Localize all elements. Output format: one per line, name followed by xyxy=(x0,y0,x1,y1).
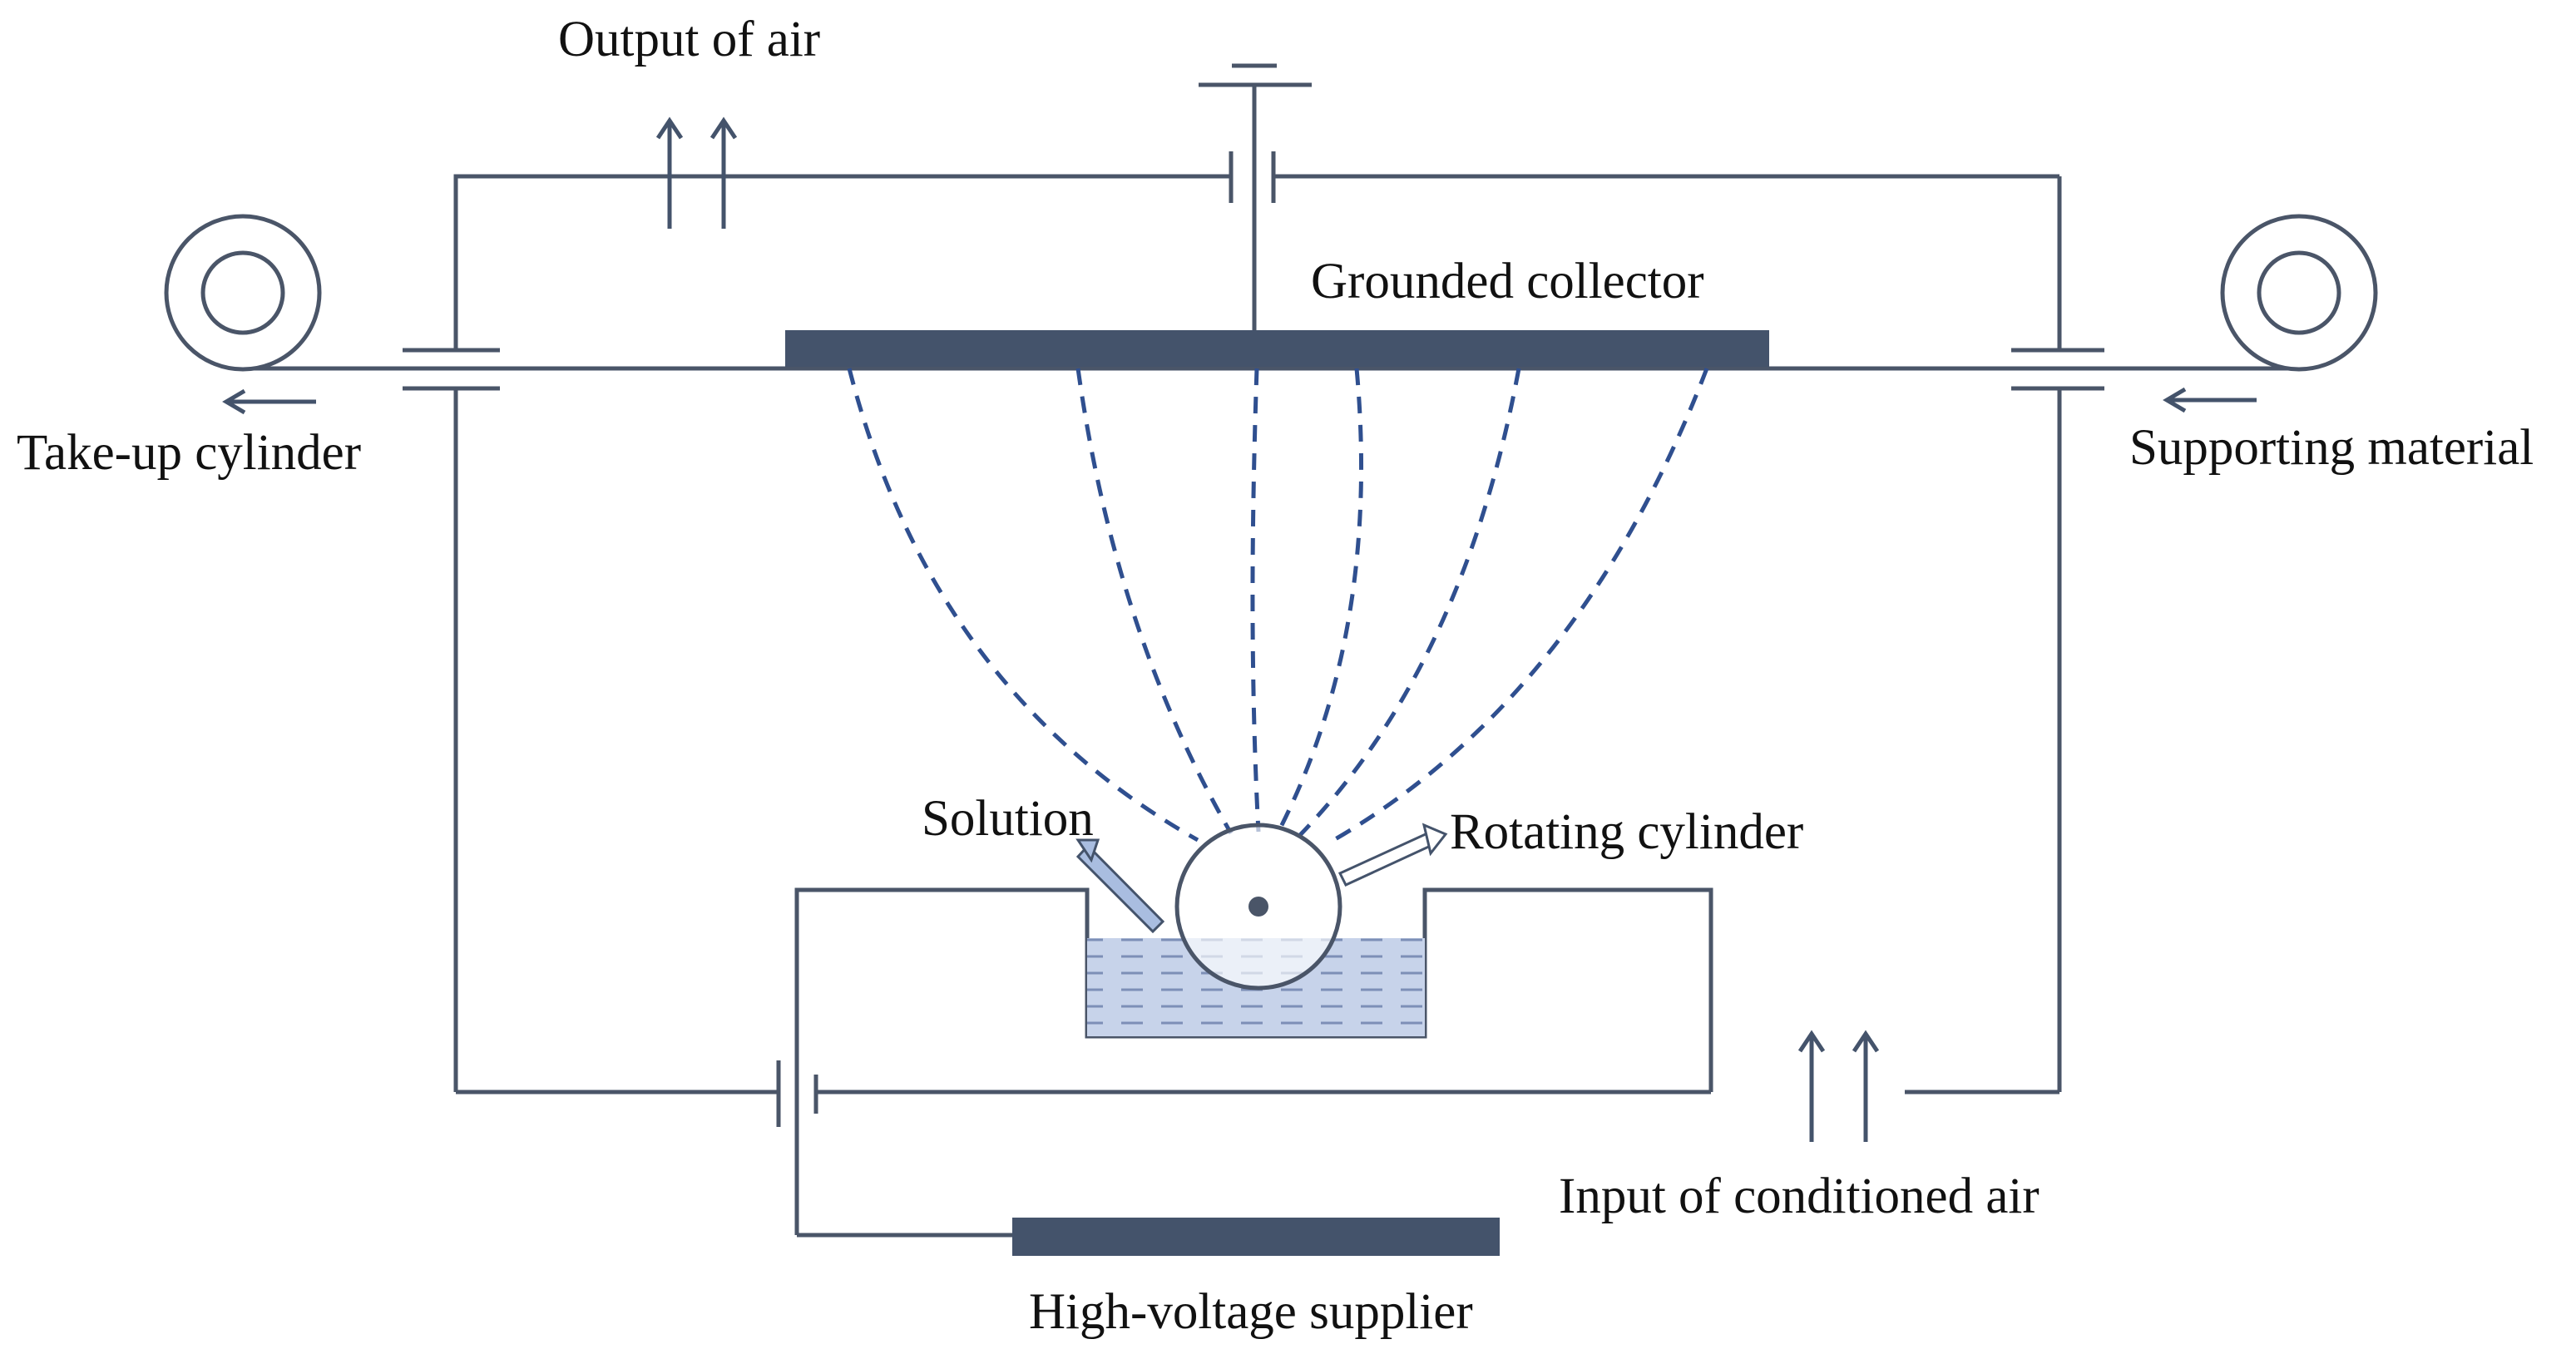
direction-arrow-left xyxy=(222,388,316,415)
input-air-arrows xyxy=(1797,1030,1880,1142)
field-lines xyxy=(847,368,1709,844)
label-hv-supplier: High-voltage supplier xyxy=(1029,1284,1473,1340)
label-rotating-cylinder: Rotating cylinder xyxy=(1450,804,1803,860)
ground-symbol xyxy=(1199,63,1312,341)
side-circuit xyxy=(453,388,2062,1092)
direction-arrow-left-right-side xyxy=(2163,387,2257,413)
top-circuit xyxy=(453,151,2062,352)
high-voltage-supplier-bar xyxy=(1012,1218,1500,1256)
label-supporting-material: Supporting material xyxy=(2129,420,2534,476)
rotating-cylinder xyxy=(1174,823,1342,991)
output-air-arrows xyxy=(655,116,738,229)
label-grounded-collector: Grounded collector xyxy=(1311,254,1704,309)
label-solution: Solution xyxy=(922,791,1094,847)
label-take-up-cylinder: Take-up cylinder xyxy=(17,425,361,481)
take-up-cylinder xyxy=(164,214,322,372)
solution-pointer xyxy=(1075,838,1165,934)
label-input-air: Input of conditioned air xyxy=(1559,1169,2040,1224)
supporting-material-roll xyxy=(2220,214,2378,372)
supporting-material-track xyxy=(243,348,2299,391)
rotating-cylinder-pointer xyxy=(1337,823,1448,887)
grounded-collector-plate xyxy=(785,330,1769,367)
label-output-air: Output of air xyxy=(558,12,820,67)
